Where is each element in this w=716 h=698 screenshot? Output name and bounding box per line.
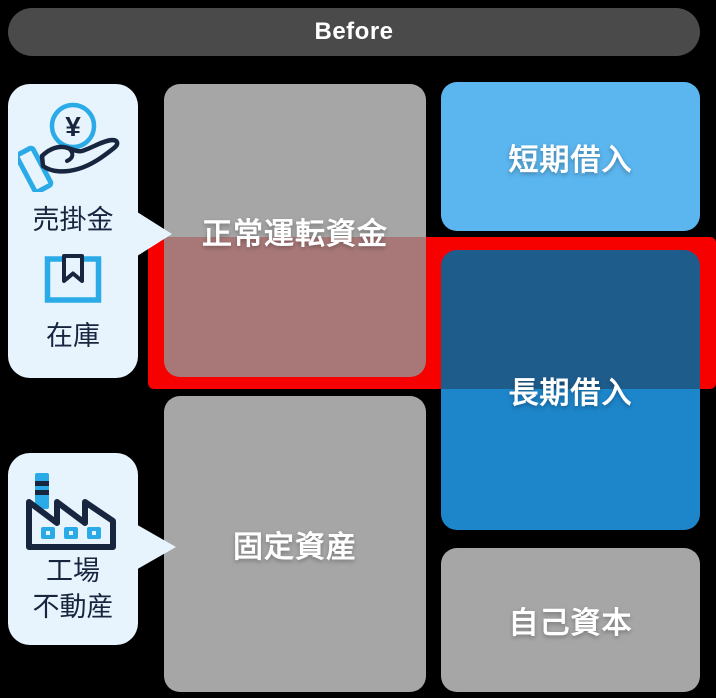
inventory-label: 在庫 bbox=[46, 321, 100, 351]
factory-label-line2: 不動産 bbox=[32, 592, 114, 622]
block-normal-working-capital-label: 正常運転資金 bbox=[202, 217, 388, 251]
callout-receivables-inventory: ¥ 売掛金 在庫 bbox=[8, 84, 138, 378]
before-banner: Before bbox=[8, 8, 700, 56]
block-normal-working-capital: 正常運転資金 bbox=[164, 84, 426, 377]
block-long-term-borrowing-label: 長期借入 bbox=[508, 377, 633, 410]
block-equity: 自己資本 bbox=[441, 548, 700, 692]
before-banner-label: Before bbox=[314, 18, 394, 45]
factory-icon bbox=[26, 473, 116, 550]
block-long-term-borrowing: 長期借入 bbox=[441, 250, 700, 530]
block-equity-label: 自己資本 bbox=[508, 607, 633, 640]
receivables-label: 売掛金 bbox=[32, 205, 114, 235]
yen-symbol: ¥ bbox=[65, 111, 81, 142]
block-short-term-borrowing-label: 短期借入 bbox=[508, 143, 633, 177]
factory-label-line1: 工場 bbox=[46, 556, 100, 586]
callout-factory-realestate: 工場 不動産 bbox=[8, 453, 138, 645]
block-short-term-borrowing: 短期借入 bbox=[441, 82, 700, 231]
yen-hand-icon: ¥ bbox=[18, 102, 120, 192]
inventory-box-icon bbox=[44, 254, 102, 303]
block-fixed-assets: 固定資産 bbox=[164, 396, 426, 692]
block-fixed-assets-label: 固定資産 bbox=[233, 531, 357, 564]
